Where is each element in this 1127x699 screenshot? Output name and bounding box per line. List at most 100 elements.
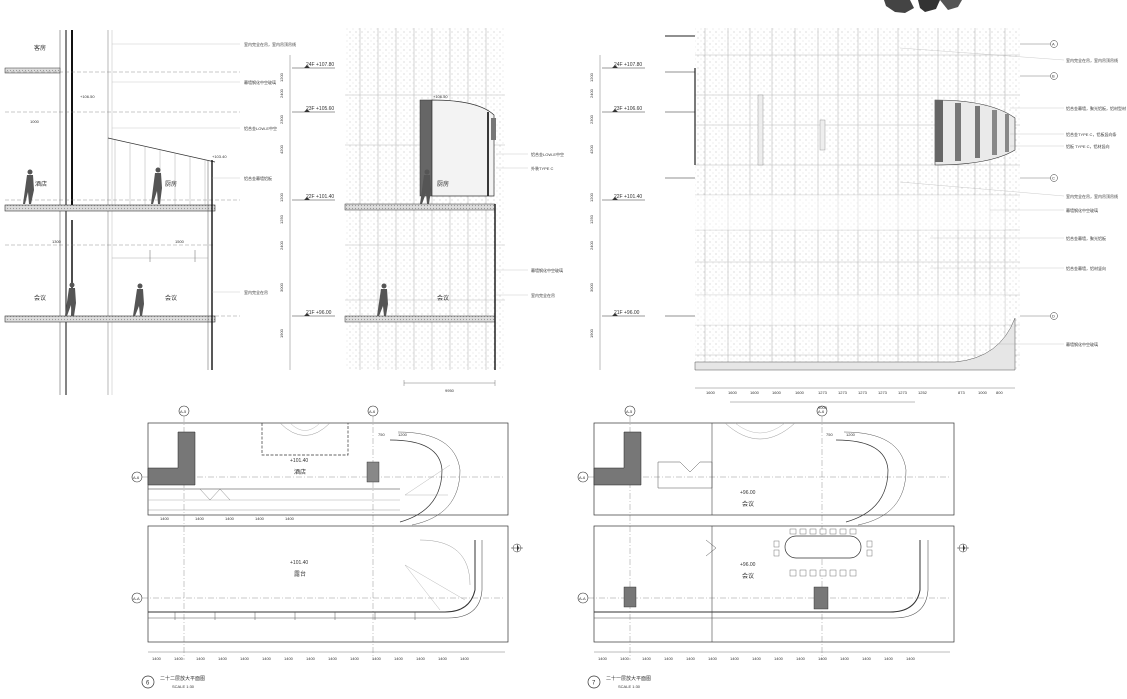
person-figure (65, 282, 76, 316)
svg-text:1400: 1400 (884, 656, 894, 661)
level-marker: 23F +106.60 (602, 106, 645, 113)
svg-text:1400: 1400 (664, 656, 674, 661)
svg-text:1400: 1400 (686, 656, 696, 661)
annotation: 铝合金幕墙，铝材竖向 (1066, 265, 1106, 271)
svg-text:1273: 1273 (898, 390, 908, 395)
annotation: 外装TYPE C (531, 165, 554, 171)
annotation: 室内完全在吊 (244, 289, 268, 295)
dimension-text: 1000 (30, 119, 40, 124)
svg-text:1400: 1400 (840, 656, 850, 661)
svg-text:1400: 1400 (752, 656, 762, 661)
svg-text:2300: 2300 (589, 114, 594, 124)
svg-text:A: A (1052, 42, 1055, 47)
dimension-text: 1500 (175, 239, 185, 244)
plan-level: +96.00 (740, 562, 756, 568)
svg-text:二十二层放大平面图: 二十二层放大平面图 (160, 675, 205, 682)
svg-text:1200: 1200 (589, 72, 594, 82)
svg-text:A-A: A-A (579, 596, 586, 601)
svg-text:1400: 1400 (255, 516, 265, 521)
dim-chain-right-b: 1200 2400 2300 4200 1200 1250 2400 3000 … (589, 72, 594, 338)
svg-text:1400: 1400 (350, 656, 360, 661)
annotation: 幕墙钢化中空玻璃 (244, 79, 276, 85)
svg-text:1250: 1250 (279, 214, 284, 224)
svg-text:2400: 2400 (589, 240, 594, 250)
svg-text:1400: 1400 (620, 656, 630, 661)
room-label: 酒店 (35, 180, 47, 188)
svg-text:21F +96.00: 21F +96.00 (614, 310, 640, 316)
level-marker: 21F +96.00 (602, 310, 645, 317)
drawing-title: 6 二十二层放大平面图 SCALE 1:30 (141, 675, 205, 689)
svg-text:23F +105.60: 23F +105.60 (306, 106, 334, 112)
svg-text:1200: 1200 (279, 72, 284, 82)
svg-text:A-A: A-A (133, 596, 140, 601)
svg-text:1200: 1200 (279, 192, 284, 202)
level-marker: 23F +105.60 (292, 106, 335, 113)
svg-text:1400: 1400 (195, 516, 205, 521)
svg-text:23F +106.60: 23F +106.60 (614, 106, 642, 112)
svg-text:1400: 1400 (708, 656, 718, 661)
room-label: 厨房 (437, 180, 449, 188)
annotation: 幕墙钢化中空玻璃 (1066, 207, 1098, 213)
annotation: 幕墙钢化中空玻璃 (531, 267, 563, 273)
annotation: 铝合金LOW-E中空 (531, 151, 564, 157)
plan-level: +101.40 (290, 560, 308, 566)
section-b: 厨房 会议 +106.50 铝合金LOW-E中空 外装TYPE C 幕墙钢化中空… (344, 28, 645, 393)
dim-chain-right-a: 1200 2400 2300 4200 1200 1250 2400 3000 … (279, 72, 284, 338)
level-marker: 24F +107.80 (602, 62, 645, 69)
svg-text:3000: 3000 (279, 282, 284, 292)
dimension-text: 9000 (818, 405, 828, 410)
svg-text:D: D (1052, 314, 1055, 319)
svg-text:1400: 1400 (416, 656, 426, 661)
person-figure (377, 283, 388, 316)
svg-text:1400: 1400 (240, 656, 250, 661)
dimension-text: 9950 (445, 388, 455, 393)
svg-text:1252: 1252 (918, 390, 928, 395)
room-label: 会议 (742, 500, 754, 508)
axis-bubble: A-5 (178, 405, 190, 417)
elevation-dims: 1600 1600 1600 1600 1600 1273 1273 1273 … (706, 390, 1003, 395)
room-label: 厨房 (165, 180, 177, 188)
svg-text:1600: 1600 (795, 390, 805, 395)
person-figure (420, 169, 431, 204)
svg-text:24F +107.80: 24F +107.80 (614, 62, 642, 68)
svg-text:1273: 1273 (838, 390, 848, 395)
svg-text:2400: 2400 (279, 240, 284, 250)
svg-text:1400: 1400 (642, 656, 652, 661)
spot-level: +106.50 (80, 94, 95, 99)
dimension-text: 750 (826, 432, 833, 437)
annotation: 室内完全在吊，室内吊顶吊线 (1066, 57, 1118, 63)
svg-text:1400: 1400 (218, 656, 228, 661)
annotation: 室内完全在吊 (531, 292, 555, 298)
svg-text:22F +101.40: 22F +101.40 (614, 194, 642, 200)
plan6-bottom-dims: 1400 1400 1400 1400 1400 1400 1400 1400 … (152, 656, 470, 661)
svg-text:1400: 1400 (394, 656, 404, 661)
dimension-text: 1200 (398, 432, 408, 437)
person-figure (23, 169, 34, 204)
svg-text:C: C (1052, 176, 1055, 181)
grid-marker: C (1020, 174, 1058, 182)
plan7-bottom-dims: 1400 1400 1400 1400 1400 1400 1400 1400 … (598, 656, 916, 661)
svg-text:A-6: A-6 (133, 475, 140, 480)
room-label: 客房 (34, 44, 46, 52)
svg-text:873: 873 (958, 390, 965, 395)
axis-bubble: A-6 (367, 405, 379, 417)
room-label: 会议 (34, 294, 46, 302)
svg-text:1400: 1400 (225, 516, 235, 521)
grid-marker: D (1020, 312, 1058, 320)
svg-text:3000: 3000 (589, 282, 594, 292)
spot-level: +103.40 (212, 154, 227, 159)
svg-text:800: 800 (996, 390, 1003, 395)
svg-text:4200: 4200 (279, 144, 284, 154)
annotation: 铝合金LOW-E中空 (244, 125, 277, 131)
dimension-text: 1200 (846, 432, 856, 437)
svg-text:1400: 1400 (174, 656, 184, 661)
grid-marker: B (1020, 72, 1058, 80)
svg-text:1400: 1400 (818, 656, 828, 661)
drawing-title: 7 二十一层放大平面图 SCALE 1:30 (587, 675, 651, 689)
svg-text:2300: 2300 (279, 114, 284, 124)
svg-text:1400: 1400 (306, 656, 316, 661)
svg-text:A-6: A-6 (818, 409, 825, 414)
svg-text:1400: 1400 (152, 656, 162, 661)
svg-text:A-5: A-5 (180, 409, 187, 414)
